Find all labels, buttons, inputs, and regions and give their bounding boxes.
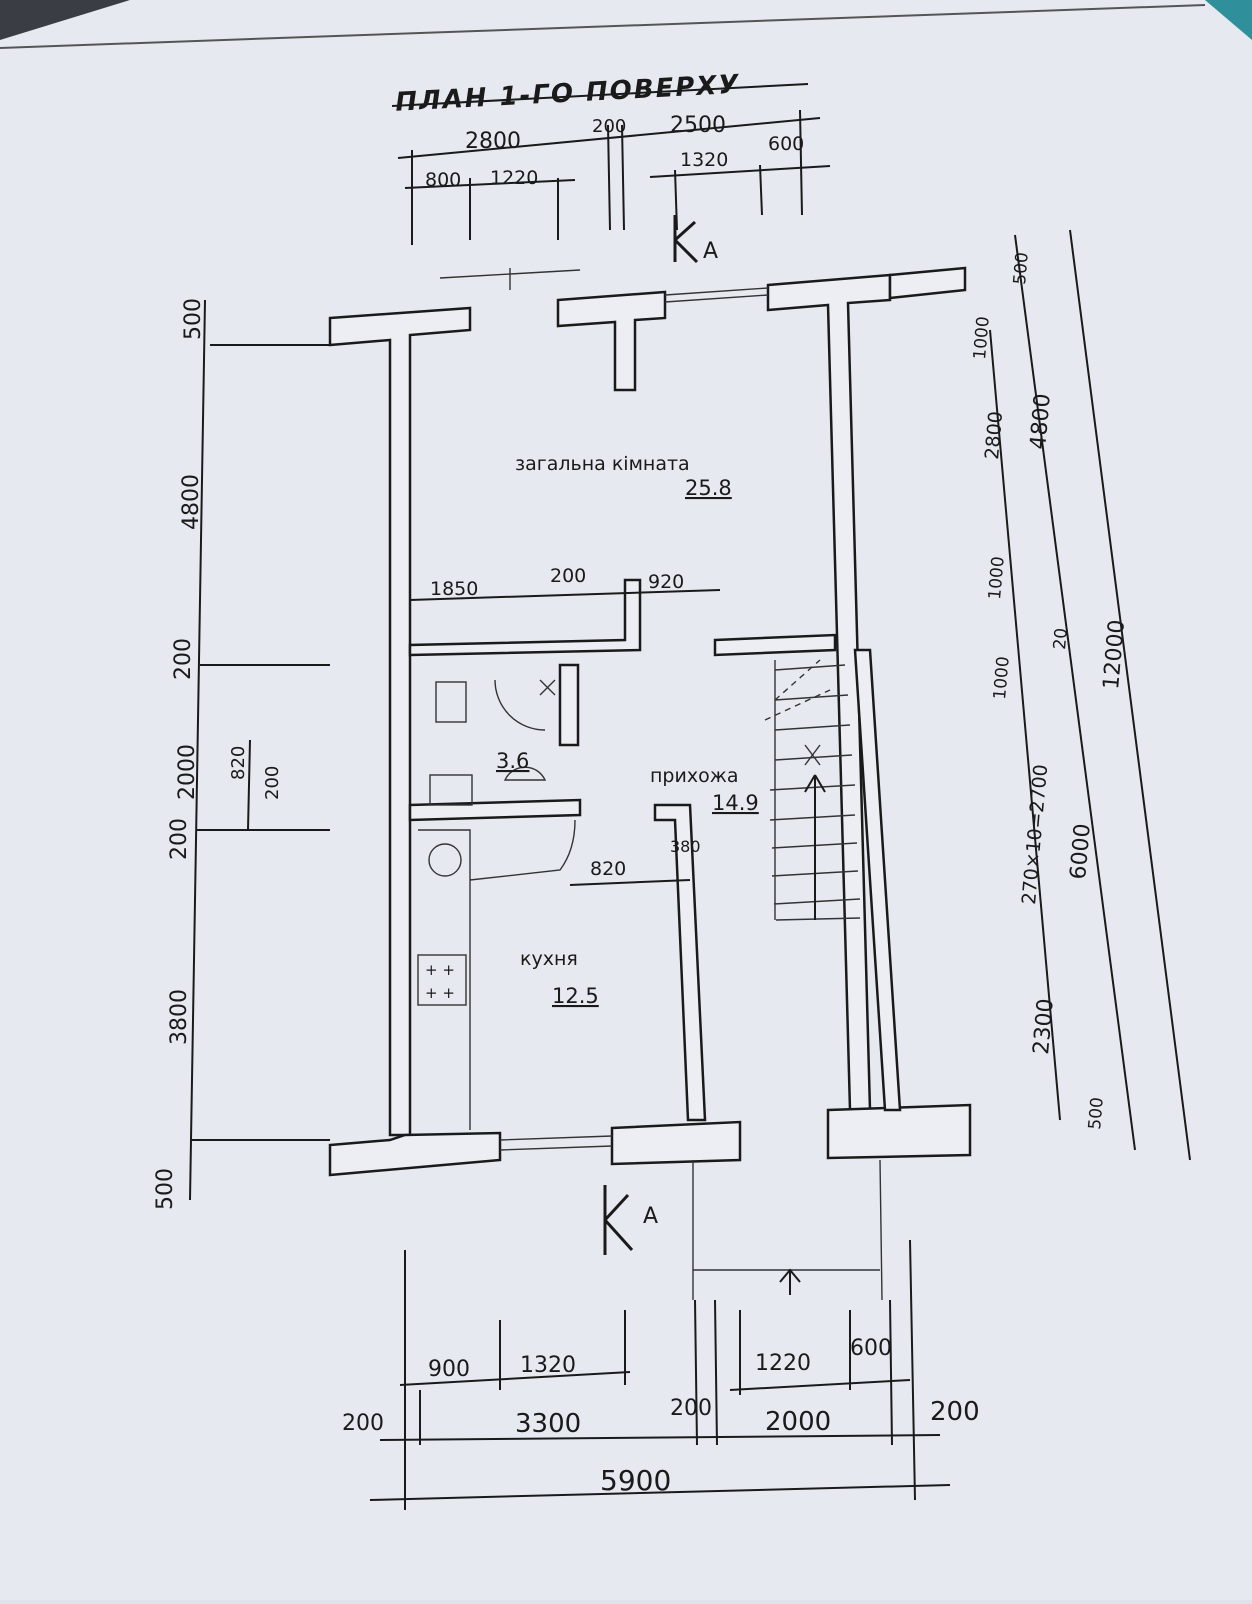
room-name-hallway: прихожа: [650, 765, 738, 787]
dim-left-500b: 500: [153, 1168, 178, 1210]
dim-top-600: 600: [768, 133, 804, 155]
room-area-bathroom: 3.6: [496, 749, 529, 773]
dim-right-2300: 2300: [1029, 998, 1059, 1056]
dim-left-200a: 200: [171, 638, 196, 680]
toilet: [435, 681, 467, 723]
bottom-dimensions: 900 1320 1220 600 200 3300 200 2000 200 …: [342, 1239, 980, 1510]
dim-top-2800: 2800: [465, 129, 521, 154]
dim-top-200: 200: [592, 116, 626, 137]
dim-right-500a: 500: [1010, 251, 1033, 285]
dim-top-2500: 2500: [670, 113, 726, 138]
dim-left-500a: 500: [181, 298, 206, 340]
left-dimensions: 500 4800 200 2000 200 3800 500 820 200: [153, 298, 330, 1210]
top-dimensions: 2800 200 2500 800 1220 1320 600: [397, 109, 831, 245]
dim-top-1320: 1320: [680, 149, 728, 171]
bathroom-door-swing: [494, 679, 556, 731]
dim-right-1000a: 1000: [970, 316, 994, 361]
interior-dimensions: 1850 200 920 820 380: [409, 565, 721, 886]
dim-820: 820: [590, 858, 626, 880]
dim-right-1000b: 1000: [985, 556, 1009, 601]
right-dimensions: 1000 2800 1000 1000 270×10=2700 2300 500…: [970, 229, 1191, 1161]
dim-bottom-200b: 200: [670, 1396, 712, 1421]
dim-bottom-200a: 200: [342, 1411, 384, 1436]
section-label-top: А: [703, 239, 718, 264]
kitchen-sink: [428, 843, 462, 877]
dim-left-3800: 3800: [167, 989, 192, 1045]
stairs: [764, 659, 861, 921]
dim-right-20: 20: [1050, 627, 1072, 650]
dim-left-4800: 4800: [179, 474, 204, 530]
section-marker-top: А: [673, 215, 718, 264]
dim-200: 200: [550, 565, 586, 587]
sheet-border: [0, 4, 1206, 49]
room-area-kitchen: 12.5: [552, 984, 599, 1008]
dim-380: 380: [670, 837, 701, 856]
dim-bottom-2000: 2000: [765, 1407, 831, 1437]
dim-bottom-600: 600: [850, 1336, 892, 1361]
dim-right-1000c: 1000: [990, 656, 1014, 701]
washbasin: [503, 766, 547, 781]
section-label-bottom: А: [643, 1204, 658, 1229]
sink: [429, 774, 473, 806]
windows: [439, 268, 769, 1151]
dim-right-500b: 500: [1085, 1096, 1108, 1130]
section-marker-bottom: А: [603, 1185, 658, 1255]
room-area-living: 25.8: [685, 476, 732, 500]
fixtures: + + + +: [417, 679, 576, 1130]
title-underline: [391, 83, 809, 107]
walls: [328, 266, 972, 1177]
room-area-hallway: 14.9: [712, 791, 759, 815]
dim-right-2800: 2800: [981, 410, 1007, 460]
dim-top-800: 800: [425, 169, 461, 191]
dim-left-door-200: 200: [262, 766, 283, 800]
dim-bottom-900: 900: [428, 1357, 470, 1382]
svg-text:+ +: + +: [425, 961, 455, 979]
room-name-kitchen: кухня: [520, 948, 578, 970]
dim-bottom-200c: 200: [930, 1397, 980, 1427]
dim-left-200b: 200: [167, 818, 192, 860]
dim-left-820: 820: [228, 746, 249, 780]
dim-right-6000: 6000: [1066, 823, 1096, 881]
svg-text:+ +: + +: [425, 984, 455, 1002]
corner-shadow: [0, 0, 130, 40]
porch: [692, 1159, 883, 1301]
dim-top-1220: 1220: [490, 167, 538, 189]
dim-left-2000: 2000: [175, 744, 200, 800]
dim-bottom-3300: 3300: [515, 1409, 581, 1439]
stove: [417, 954, 467, 1006]
dim-bottom-5900: 5900: [600, 1464, 671, 1497]
dim-right-4800: 4800: [1026, 393, 1056, 451]
room-name-living: загальна кімната: [515, 453, 690, 475]
dim-bottom-1220: 1220: [755, 1351, 811, 1376]
dim-right-12000: 12000: [1099, 619, 1130, 691]
dim-bottom-1320: 1320: [520, 1353, 576, 1378]
dim-1850: 1850: [430, 578, 478, 600]
kitchen-counter: [418, 819, 576, 1130]
dim-920: 920: [648, 571, 684, 593]
